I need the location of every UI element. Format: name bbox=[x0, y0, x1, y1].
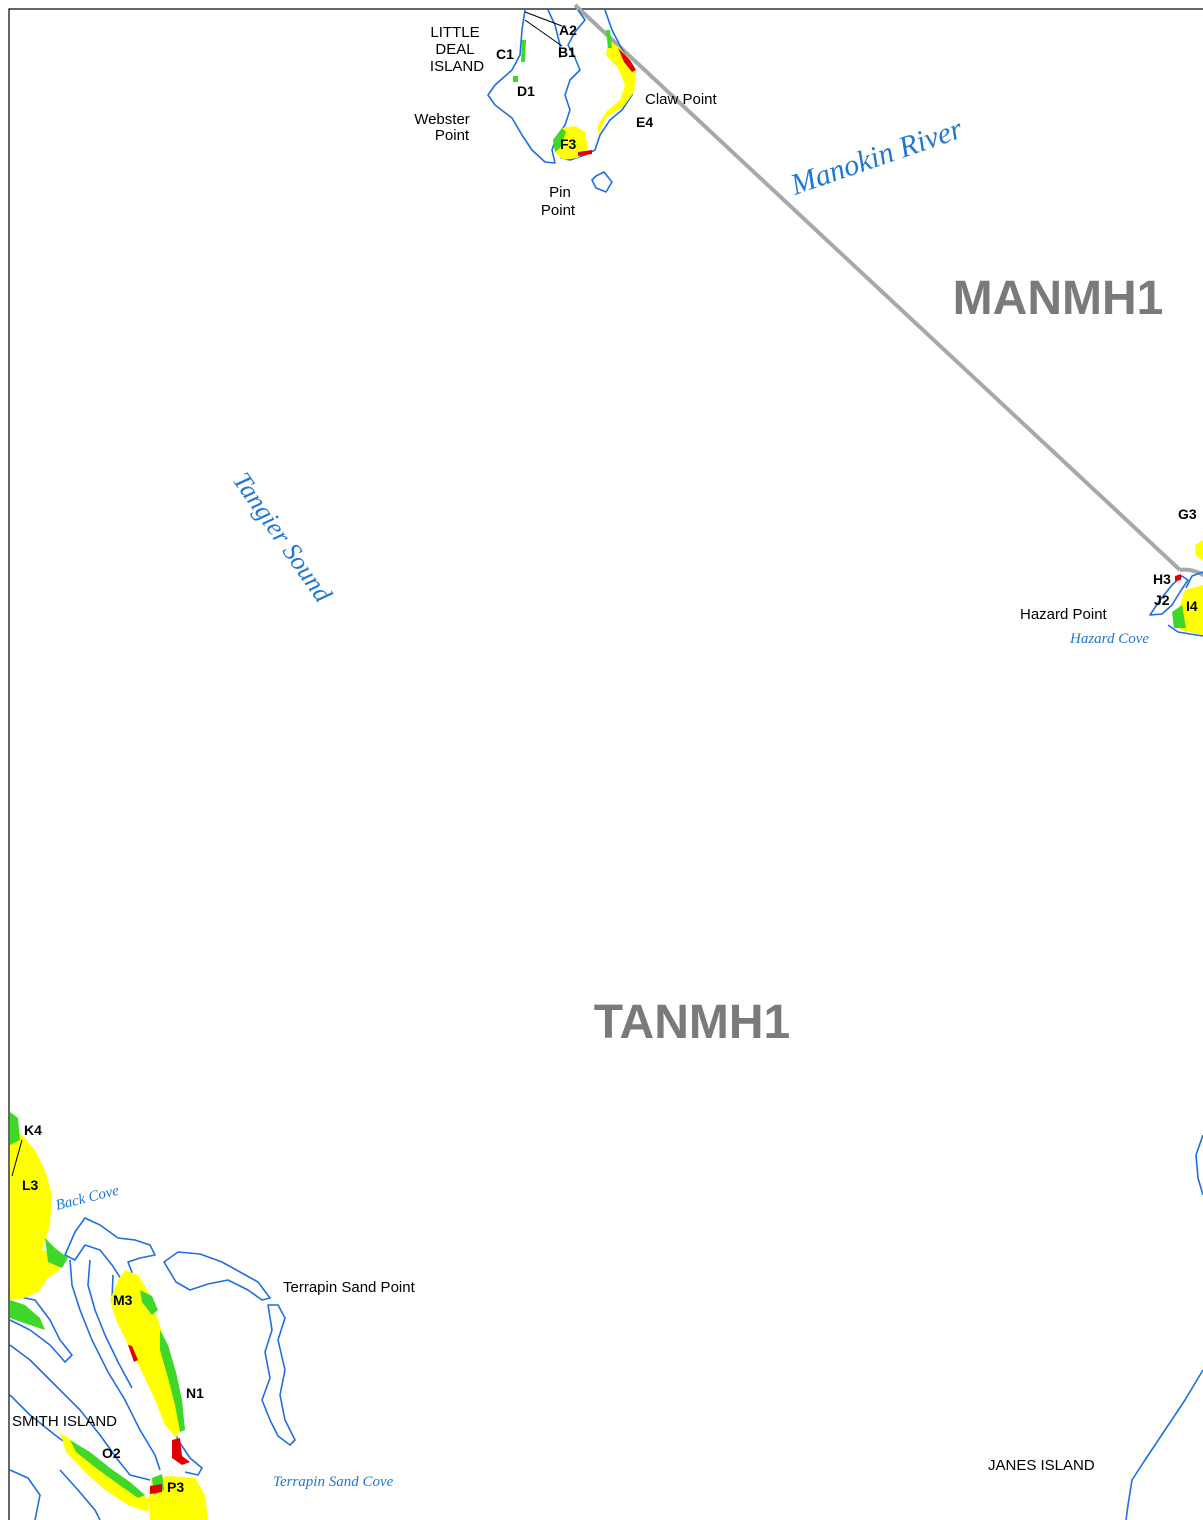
label-claw-point: Claw Point bbox=[645, 91, 718, 108]
marsh-red-p3 bbox=[150, 1484, 162, 1494]
smith-island-shoreline bbox=[9, 1217, 296, 1520]
label-smith-island: SMITH ISLAND bbox=[12, 1413, 117, 1430]
marsh-green-o2 bbox=[70, 1440, 145, 1498]
label-pin-point-1: Pin bbox=[549, 184, 571, 201]
zone-label-tanmh1: TANMH1 bbox=[594, 996, 790, 1049]
label-pin-point-2: Point bbox=[541, 202, 576, 219]
segment-g3: G3 bbox=[1178, 506, 1197, 522]
marsh-red-e4 bbox=[618, 48, 636, 72]
marsh-yellow-g3 bbox=[1195, 540, 1203, 560]
label-webster-point-2: Point bbox=[435, 127, 470, 144]
segment-b1: B1 bbox=[558, 44, 576, 60]
marsh-green-n1 bbox=[160, 1330, 185, 1432]
segment-m3: M3 bbox=[113, 1292, 133, 1308]
segment-o2: O2 bbox=[102, 1445, 121, 1461]
label-little-deal-3: ISLAND bbox=[430, 58, 484, 75]
water-label-tangier-sound: Tangier Sound bbox=[227, 467, 338, 609]
marsh-yellow-l3 bbox=[10, 1125, 60, 1300]
segment-n1: N1 bbox=[186, 1385, 204, 1401]
segment-l3: L3 bbox=[22, 1177, 39, 1193]
segment-f3: F3 bbox=[560, 136, 577, 152]
label-janes-island: JANES ISLAND bbox=[988, 1457, 1095, 1474]
label-little-deal-2: DEAL bbox=[435, 41, 474, 58]
segment-p3: P3 bbox=[167, 1479, 184, 1495]
segment-e4: E4 bbox=[636, 114, 653, 130]
segment-c1: C1 bbox=[496, 46, 514, 62]
water-label-manokin-river: Manokin River bbox=[786, 112, 967, 202]
segment-j2: J2 bbox=[1154, 592, 1170, 608]
leader-a2 bbox=[524, 11, 563, 27]
segment-h3: H3 bbox=[1153, 571, 1171, 587]
marsh-yellow-m3 bbox=[110, 1270, 182, 1438]
water-label-hazard-cove: Hazard Cove bbox=[1069, 631, 1149, 647]
marsh-green-c1 bbox=[521, 40, 526, 62]
marsh-green-e4 bbox=[606, 30, 612, 48]
leader-b1 bbox=[524, 19, 563, 47]
marsh-red-h3 bbox=[1175, 574, 1181, 581]
marsh-green-k4 bbox=[10, 1112, 20, 1145]
marsh-red-n1 bbox=[172, 1438, 190, 1465]
marsh-green-m3 bbox=[140, 1290, 158, 1315]
marsh-red-m3 bbox=[128, 1345, 138, 1362]
label-little-deal-1: LITTLE bbox=[430, 24, 479, 41]
marsh-green-l3-south bbox=[10, 1300, 45, 1330]
zone-label-manmh1: MANMH1 bbox=[953, 272, 1164, 325]
hazard-point-shoreline bbox=[1149, 571, 1203, 637]
segment-k4: K4 bbox=[24, 1122, 42, 1138]
little-deal-island-shoreline bbox=[487, 9, 633, 193]
leader-k4 bbox=[11, 1139, 23, 1177]
janes-island-shoreline bbox=[1125, 1134, 1203, 1520]
marsh-green-i4 bbox=[1172, 605, 1186, 628]
map-frame bbox=[8, 8, 1203, 1520]
segment-i4: I4 bbox=[1186, 598, 1198, 614]
marsh-green-l3 bbox=[45, 1238, 68, 1268]
label-terrapin-sand-point: Terrapin Sand Point bbox=[283, 1279, 416, 1296]
segment-a2: A2 bbox=[559, 22, 577, 38]
water-label-terrapin-sand-cove: Terrapin Sand Cove bbox=[273, 1474, 394, 1490]
marsh-green-d1 bbox=[513, 76, 518, 82]
marsh-green-f3 bbox=[553, 128, 566, 152]
zone-boundary-line bbox=[573, 3, 1182, 572]
segment-d1: D1 bbox=[517, 83, 535, 99]
label-hazard-point: Hazard Point bbox=[1020, 606, 1108, 623]
marsh-red-f3 bbox=[578, 150, 592, 156]
water-label-back-cove: Back Cove bbox=[54, 1183, 121, 1214]
label-webster-point-1: Webster bbox=[414, 111, 470, 128]
